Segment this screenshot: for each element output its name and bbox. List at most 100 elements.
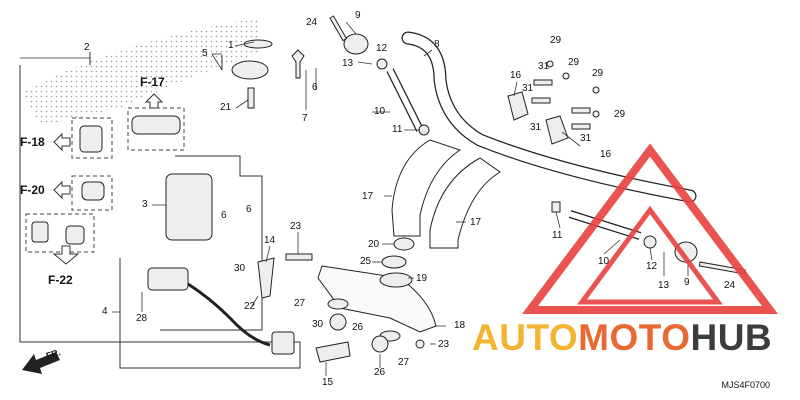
key-ring-1	[243, 39, 273, 49]
callout-14: 14	[264, 235, 276, 246]
arrow-f17	[144, 93, 164, 109]
bracket-15	[315, 341, 351, 363]
callout-29: 29	[592, 68, 604, 79]
group-box-f18	[71, 117, 113, 159]
group-bracket-2	[19, 65, 301, 369]
bolt-31-c	[571, 107, 591, 114]
callout-27: 27	[398, 357, 410, 368]
group-box-f20	[71, 175, 113, 211]
figure-ref-f22[interactable]: F-22	[48, 273, 73, 287]
callout-10: 10	[598, 256, 610, 267]
arrow-f18	[53, 132, 71, 152]
riser-17-right	[429, 157, 501, 249]
watermark-logo: AUTOMOTOHUB	[472, 317, 772, 359]
front-arrow-icon	[22, 352, 60, 374]
callout-28: 28	[136, 313, 148, 324]
callout-12: 12	[646, 261, 658, 272]
callout-6: 6	[312, 82, 318, 93]
callout-5: 5	[202, 48, 208, 59]
nut-29-a	[546, 60, 554, 68]
callout-31: 31	[530, 122, 542, 133]
callout-1: 1	[228, 40, 234, 51]
watermark-auto: AUTO	[472, 317, 579, 358]
callout-13: 13	[342, 58, 354, 69]
weight-9-top	[343, 33, 369, 55]
switch-f20	[81, 181, 105, 201]
part-f22-b	[65, 225, 85, 245]
callout-27: 27	[294, 298, 306, 309]
watermark-hub: HUB	[690, 317, 773, 358]
bracket-14	[257, 257, 275, 299]
bushing-26b	[371, 335, 389, 353]
ignition-unit	[165, 173, 213, 241]
callout-15: 15	[322, 377, 334, 388]
part-f22-a	[31, 221, 49, 243]
callout-3: 3	[142, 199, 148, 210]
callout-13: 13	[658, 280, 670, 291]
bushing-27a	[327, 298, 349, 310]
grip-f17	[131, 115, 181, 135]
callout-6: 6	[246, 204, 252, 215]
bolt-23-bottom	[415, 339, 425, 349]
bushing-19	[379, 272, 413, 288]
bushing-25	[381, 255, 407, 269]
callout-31: 31	[580, 133, 592, 144]
callout-29: 29	[614, 109, 626, 120]
callout-9: 9	[355, 10, 361, 21]
harness-connector	[271, 331, 295, 355]
callout-25: 25	[360, 256, 372, 267]
riser-17-left	[391, 139, 462, 237]
callout-22: 22	[244, 301, 256, 312]
watermark-moto: MOTO	[578, 317, 691, 358]
callout-31: 31	[538, 61, 550, 72]
callout-11: 11	[552, 230, 563, 241]
key-cylinder-5	[231, 60, 269, 80]
bolt-23-top	[285, 253, 313, 261]
bolt-31-d	[571, 123, 591, 130]
callout-23: 23	[438, 339, 450, 350]
switch-block-f18	[79, 125, 103, 153]
callout-29: 29	[550, 35, 562, 46]
tank-area-hatch	[22, 18, 258, 126]
key-7	[291, 49, 305, 79]
watermark-triangle-icon	[522, 143, 778, 314]
callout-7: 7	[302, 113, 308, 124]
callout-11: 11	[392, 124, 403, 135]
bracket-16-upper	[507, 91, 529, 121]
callout-4: 4	[102, 306, 108, 317]
callout-12: 12	[376, 43, 388, 54]
collar-12-right	[643, 235, 657, 249]
figure-ref-f20[interactable]: F-20	[20, 183, 45, 197]
callout-21: 21	[220, 102, 232, 113]
bolt-31-b	[531, 97, 551, 104]
callout-16: 16	[510, 70, 522, 81]
callout-24: 24	[306, 17, 318, 28]
callout-17: 17	[362, 191, 374, 202]
callout-23: 23	[290, 221, 302, 232]
bolt-24-top	[329, 15, 348, 42]
group-box-f22	[25, 213, 95, 253]
figure-ref-f18[interactable]: F-18	[20, 135, 45, 149]
bushing-26a	[329, 313, 347, 331]
callout-31: 31	[522, 83, 534, 94]
collar-12-top	[376, 58, 388, 70]
callout-29: 29	[568, 57, 580, 68]
callout-20: 20	[368, 239, 380, 250]
nut-29-b	[562, 72, 570, 80]
callout-26: 26	[352, 322, 364, 333]
callout-16: 16	[600, 149, 612, 160]
callout-9: 9	[684, 277, 690, 288]
callout-19: 19	[416, 273, 428, 284]
callout-6: 6	[221, 210, 227, 221]
nut-29-d	[592, 110, 600, 118]
callout-26: 26	[374, 367, 386, 378]
figure-ref-f17[interactable]: F-17	[140, 75, 165, 89]
arrow-f22	[52, 245, 80, 265]
bracket-16-lower	[545, 115, 569, 145]
callout-17: 17	[470, 217, 482, 228]
wire-harness	[187, 282, 271, 347]
callout-8: 8	[434, 39, 440, 50]
bolt-31-a	[533, 79, 553, 86]
